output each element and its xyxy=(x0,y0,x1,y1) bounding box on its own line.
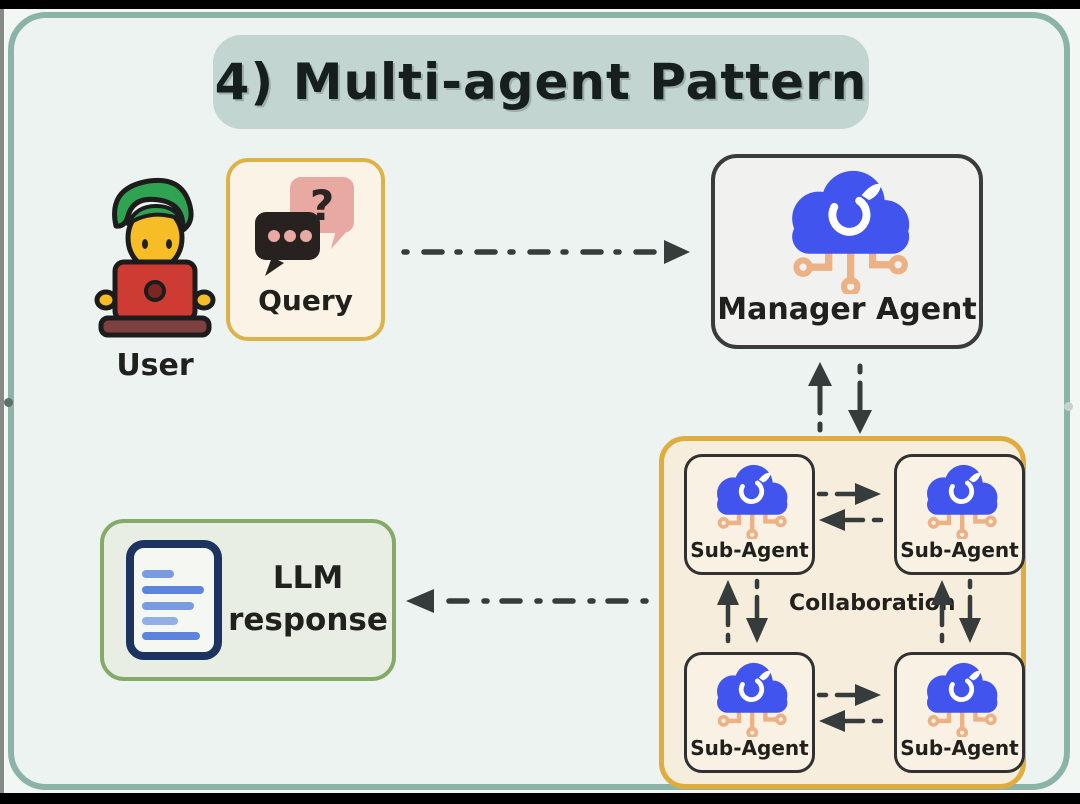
ai-cloud-circuit-icon xyxy=(716,662,787,737)
page-title: 4) Multi-agent Pattern xyxy=(214,53,868,111)
manager-agent-node[interactable]: Manager Agent xyxy=(711,154,983,349)
frame-handle-right[interactable] xyxy=(1064,402,1073,411)
llm-response-line2: response xyxy=(228,602,388,638)
user-node[interactable] xyxy=(84,164,226,344)
ai-cloud-circuit-icon xyxy=(926,662,997,737)
sub-agent-label: Sub-Agent xyxy=(900,538,1019,562)
sub-agent-node-1[interactable]: Sub-Agent xyxy=(684,454,815,575)
sub-agent-node-4[interactable]: Sub-Agent xyxy=(894,652,1025,773)
sub-agent-group: Sub-Agent Sub-Agent xyxy=(659,436,1026,789)
letterbox-top xyxy=(0,0,1080,9)
collaboration-label: Collaboration xyxy=(789,591,956,616)
title-banner: 4) Multi-agent Pattern xyxy=(213,35,869,129)
sub-agent-node-2[interactable]: Sub-Agent xyxy=(894,454,1025,575)
person-laptop-icon xyxy=(94,177,216,338)
frame-handle-left[interactable] xyxy=(4,398,13,407)
manager-agent-label: Manager Agent xyxy=(717,292,977,327)
llm-response-node[interactable]: LLM response xyxy=(100,519,396,681)
ai-cloud-circuit-icon xyxy=(792,170,910,294)
query-node[interactable]: ? Query xyxy=(226,158,385,341)
user-label: User xyxy=(116,348,194,383)
ai-cloud-circuit-icon xyxy=(716,464,787,539)
chat-bubbles-question-icon: ? xyxy=(254,177,354,276)
sub-agent-label: Sub-Agent xyxy=(690,736,809,760)
query-label: Query xyxy=(258,284,353,317)
ai-cloud-circuit-icon xyxy=(926,464,997,539)
sub-agent-node-3[interactable]: Sub-Agent xyxy=(684,652,815,773)
llm-response-label: LLM response xyxy=(224,558,392,642)
letterbox-bottom xyxy=(0,793,1080,804)
left-edge-strip xyxy=(0,9,4,793)
sub-agent-label: Sub-Agent xyxy=(900,736,1019,760)
document-icon xyxy=(126,540,222,660)
llm-response-line1: LLM xyxy=(272,560,344,597)
sub-agent-label: Sub-Agent xyxy=(690,538,809,562)
